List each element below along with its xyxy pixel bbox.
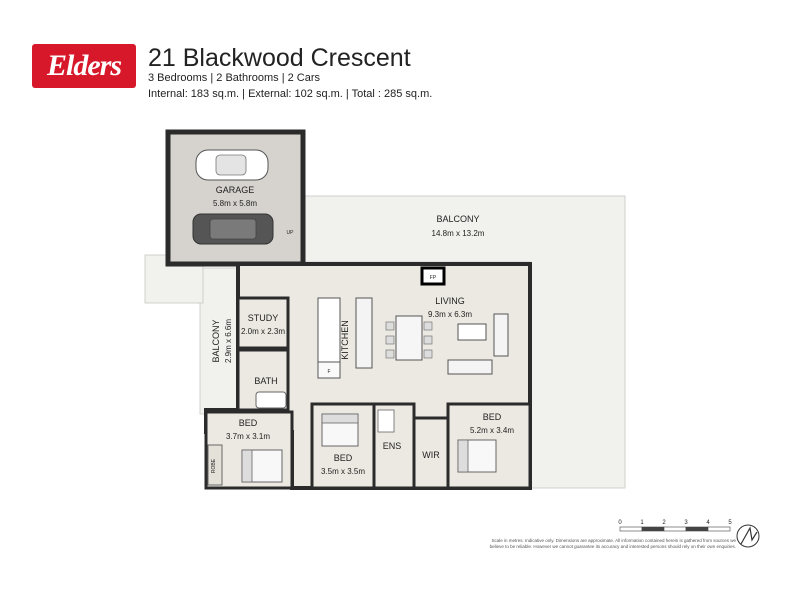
fridge-label: F: [327, 369, 330, 375]
fireplace: [420, 266, 446, 286]
scale-tick-2: 2: [662, 520, 666, 526]
kitchen-label: KITCHEN: [340, 320, 350, 360]
bed3-label: BED: [483, 412, 502, 422]
balcony-main-size: 14.8m x 13.2m: [432, 229, 485, 238]
study-size: 2.0m x 2.3m: [241, 327, 285, 336]
wir-room: [412, 416, 450, 490]
bathtub: [255, 391, 287, 409]
disclaimer-text: Scale in metres. Indicative only. Dimens…: [489, 538, 736, 549]
bath-label: BATH: [254, 376, 277, 386]
fridge: [317, 361, 341, 379]
fireplace-label: FP: [430, 275, 437, 281]
bed2-size: 3.5m x 3.5m: [321, 467, 365, 476]
wir-label: WIR: [422, 450, 440, 460]
scale-tick-1: 1: [640, 520, 644, 526]
north-arrow-icon: [736, 524, 760, 548]
bed3-icon: [457, 439, 497, 473]
shower: [377, 409, 395, 433]
scale-tick-0: 0: [618, 520, 622, 526]
garage-label: GARAGE: [216, 185, 255, 195]
bed3-size: 5.2m x 3.4m: [470, 426, 514, 435]
bed1-label: BED: [239, 418, 258, 428]
living-label: LIVING: [435, 296, 465, 306]
robe-label: ROBE: [211, 458, 217, 473]
dining-table: [385, 315, 433, 361]
bed1-size: 3.7m x 3.1m: [226, 432, 270, 441]
study-label: STUDY: [248, 313, 279, 323]
property-address: 21 Blackwood Crescent: [148, 44, 411, 72]
bed1-icon: [241, 449, 283, 483]
scale-tick-3: 3: [684, 520, 688, 526]
robe-cupboard: [207, 444, 223, 486]
bed2-label: BED: [334, 453, 353, 463]
logo-text: Elders: [46, 49, 122, 82]
garage-size: 5.8m x 5.8m: [213, 199, 257, 208]
side-balcony-label: BALCONY: [211, 319, 221, 362]
scale-tick-5: 5: [728, 520, 732, 526]
scale-bar: [619, 526, 731, 532]
car-icon: [195, 149, 269, 181]
study-room: [236, 296, 290, 350]
ens-label: ENS: [383, 441, 402, 451]
kitchen-island: [355, 297, 373, 369]
balcony-main-label: BALCONY: [436, 214, 479, 224]
property-summary: 3 Bedrooms | 2 Bathrooms | 2 Cars: [148, 72, 321, 84]
living-size: 9.3m x 6.3m: [428, 310, 472, 319]
scale-tick-4: 4: [706, 520, 710, 526]
suv-icon: [192, 213, 274, 245]
stairs-up-label: UP: [287, 230, 295, 236]
property-areas: Internal: 183 sq.m. | External: 102 sq.m…: [148, 88, 433, 100]
lounge-furniture: [447, 313, 509, 375]
side-balcony-size: 2.9m x 6.6m: [224, 319, 233, 363]
elders-logo: Elders: [32, 44, 136, 88]
bed2-icon: [321, 413, 359, 447]
